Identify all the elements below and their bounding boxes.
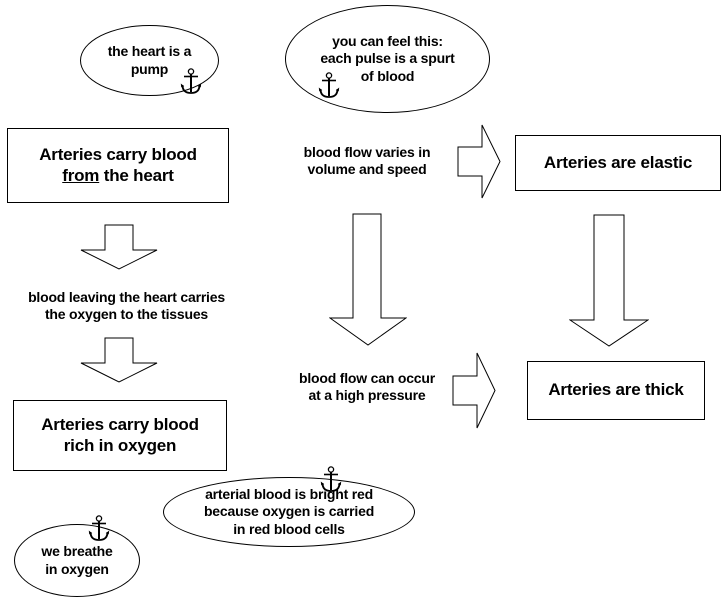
- arrow-varies-to-elastic-right: [457, 124, 501, 199]
- label-blood-flow-varies-text: blood flow varies in volume and speed: [303, 143, 431, 177]
- ellipse-you-can-feel-this-label: you can feel this: each pulse is a spurt…: [320, 33, 455, 84]
- box-arteries-rich-in-oxygen-label: Arteries carry blood rich in oxygen: [41, 414, 199, 455]
- box-arteries-are-elastic[interactable]: Arteries are elastic: [515, 135, 721, 191]
- box-arteries-rich-in-oxygen[interactable]: Arteries carry blood rich in oxygen: [13, 400, 227, 471]
- anchor-icon: [180, 68, 202, 96]
- box-arteries-are-elastic-label: Arteries are elastic: [543, 152, 693, 172]
- ellipse-arterial-blood-bright-red-label: arterial blood is bright red because oxy…: [203, 486, 375, 537]
- label-blood-high-pressure: blood flow can occur at a high pressure: [272, 364, 462, 410]
- ellipse-heart-is-a-pump-label: the heart is a pump: [107, 43, 192, 77]
- line-1: Arteries carry blood: [39, 144, 197, 164]
- label-blood-high-pressure-text: blood flow can occur at a high pressure: [298, 369, 435, 403]
- anchor-icon: [88, 515, 110, 543]
- label-blood-leaving-heart-text: blood leaving the heart carries the oxyg…: [28, 288, 225, 322]
- label-blood-flow-varies: blood flow varies in volume and speed: [272, 138, 462, 184]
- arrow-to-rich-oxygen-down: [80, 337, 158, 383]
- ellipse-arterial-blood-bright-red[interactable]: arterial blood is bright red because oxy…: [163, 477, 415, 547]
- anchor-icon: [320, 466, 342, 494]
- line-2-tail: the heart: [99, 165, 174, 185]
- ellipse-heart-is-a-pump[interactable]: the heart is a pump: [80, 25, 219, 96]
- box-arteries-carry-blood-from-heart-label: Arteries carry blood from the heart: [39, 145, 197, 186]
- box-arteries-are-thick-label: Arteries are thick: [548, 380, 684, 400]
- anchor-icon: [318, 72, 340, 100]
- ellipse-we-breathe-in-oxygen[interactable]: we breathe in oxygen: [14, 524, 140, 597]
- ellipse-we-breathe-in-oxygen-label: we breathe in oxygen: [41, 543, 113, 577]
- box-arteries-are-thick[interactable]: Arteries are thick: [527, 361, 705, 420]
- ellipse-you-can-feel-this[interactable]: you can feel this: each pulse is a spurt…: [285, 5, 490, 113]
- arrow-elastic-to-thick-down: [569, 214, 649, 347]
- arrow-from-heart-box-down: [80, 224, 158, 270]
- label-blood-leaving-heart: blood leaving the heart carries the oxyg…: [5, 283, 248, 329]
- box-arteries-carry-blood-from-heart[interactable]: Arteries carry blood from the heart: [7, 128, 229, 203]
- arrow-varies-to-pressure-down: [329, 213, 407, 346]
- underlined-from: from: [62, 165, 100, 185]
